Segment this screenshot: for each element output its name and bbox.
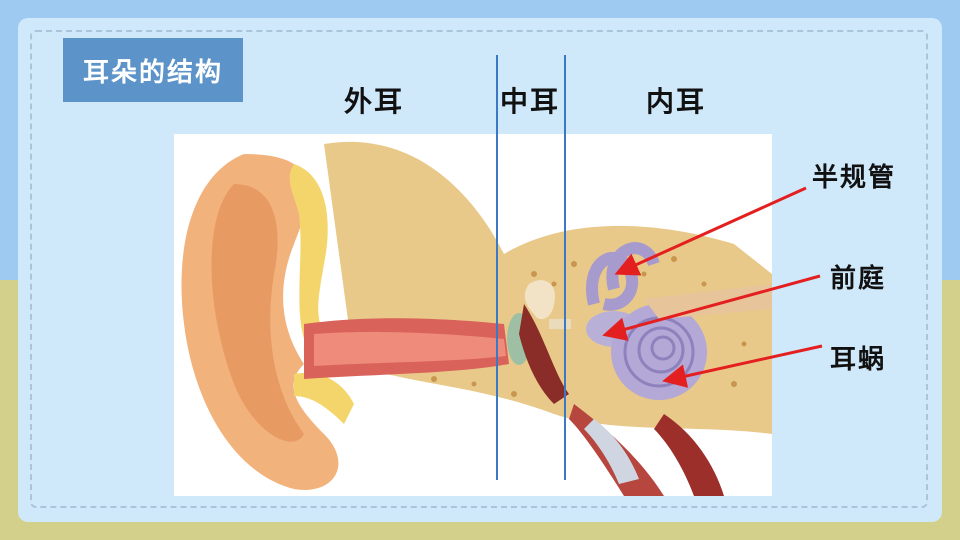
section-label-middle-ear: 中耳: [500, 85, 561, 118]
label-cochlea: 耳蜗: [830, 345, 887, 375]
label-vestibule: 前庭: [830, 264, 887, 294]
divider-outer-middle: [496, 55, 498, 480]
section-label-inner-ear: 内耳: [646, 85, 707, 118]
slide-title: 耳朵的结构: [63, 38, 243, 102]
label-semicircular-canals: 半规管: [812, 163, 897, 193]
section-label-outer-ear: 外耳: [344, 85, 405, 118]
ear-anatomy-illustration: [174, 134, 772, 496]
divider-middle-inner: [564, 55, 566, 480]
panel-dashed-border: [30, 30, 928, 508]
